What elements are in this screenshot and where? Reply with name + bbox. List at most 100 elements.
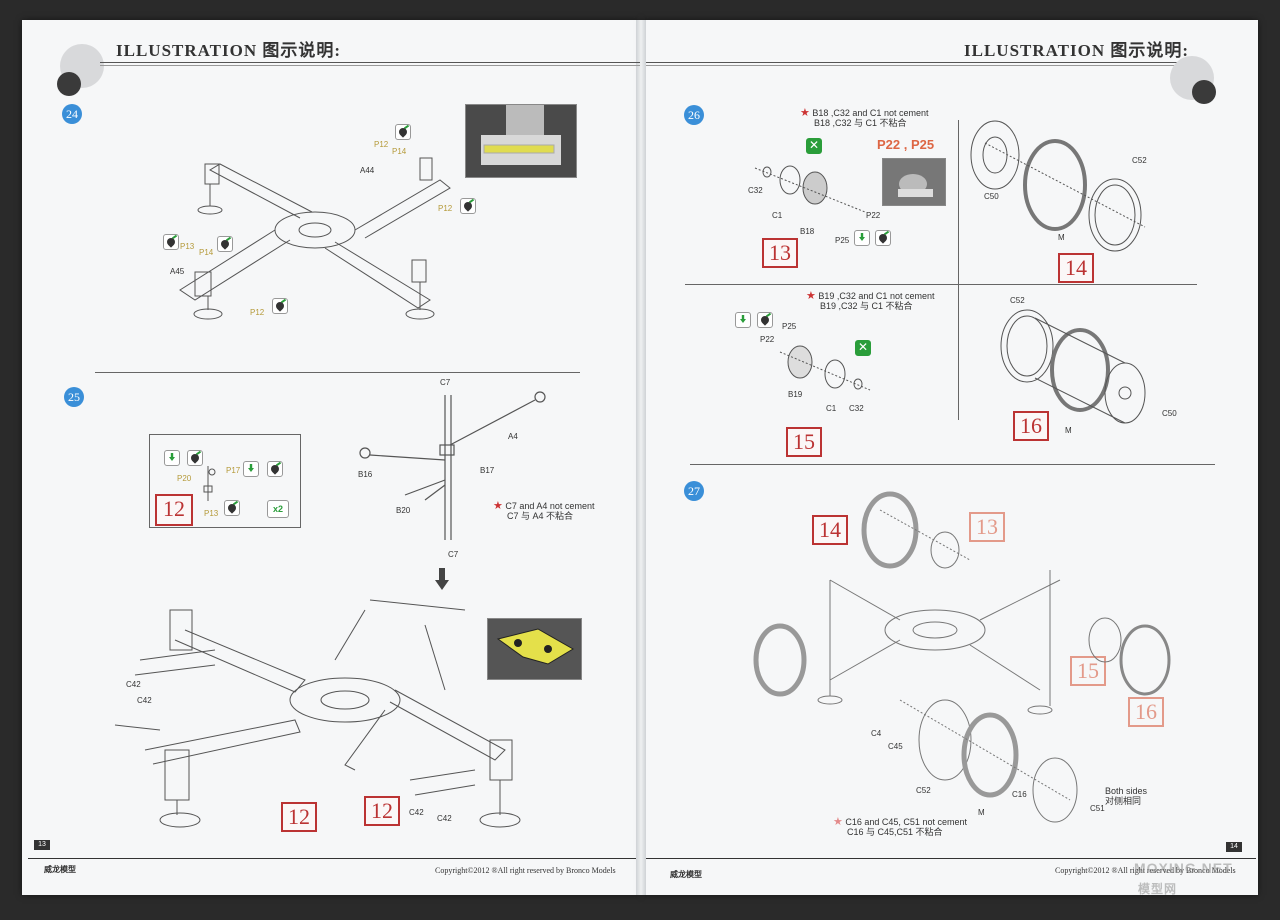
part-label: C52	[916, 786, 931, 795]
left-header-title: ILLUSTRATION 图示说明:	[116, 41, 342, 60]
subassembly-box: 15	[1070, 656, 1106, 686]
footer-rule	[28, 858, 636, 859]
glue-icon	[272, 298, 288, 314]
part-label: P25	[835, 236, 850, 245]
star-icon: ★	[833, 816, 843, 828]
header-dot-icon	[1192, 80, 1216, 104]
part-label: P22	[760, 335, 775, 344]
page-number: 14	[1226, 842, 1242, 852]
header-rule	[100, 62, 640, 63]
no-cement-icon	[855, 340, 871, 356]
brand-logo: 威龙模型	[44, 865, 76, 874]
part-label: C7	[448, 550, 459, 559]
star-icon: ★	[800, 107, 810, 119]
header-rule	[100, 65, 640, 66]
brand-logo: 威龙模型	[670, 870, 702, 879]
part-label: P22	[866, 211, 881, 220]
glue-icon	[757, 312, 773, 328]
part-label: P13	[204, 509, 219, 518]
part-label: C42	[437, 814, 452, 823]
part-label: C51	[1090, 804, 1105, 813]
part-label: A4	[508, 432, 518, 441]
part-label: B20	[396, 506, 411, 515]
download-cut-icon	[243, 461, 259, 477]
header-rule	[646, 62, 1186, 63]
part-label: C45	[888, 742, 903, 751]
part-label: B16	[358, 470, 373, 479]
part-label: B17	[480, 466, 495, 475]
page-number: 13	[34, 840, 50, 850]
quantity-badge: x2	[267, 500, 289, 518]
glue-icon	[217, 236, 233, 252]
part-label: C32	[748, 186, 763, 195]
step24-frame-diagram	[179, 157, 451, 320]
step25-detail-photo	[487, 618, 582, 680]
glue-icon	[267, 461, 283, 477]
part-label: C50	[984, 192, 999, 201]
part-label: C7	[440, 378, 451, 387]
step26-detail-photo	[882, 158, 946, 206]
download-cut-icon	[735, 312, 751, 328]
part-label: B19	[788, 390, 803, 399]
step26-hub-diagram-15	[779, 345, 871, 391]
part-label: M	[1058, 233, 1065, 242]
step25-main-assembly	[114, 599, 521, 828]
part-label: C4	[871, 729, 882, 738]
part-label: P14	[392, 147, 407, 156]
subassembly-box: 16	[1128, 697, 1164, 727]
section-divider	[958, 120, 959, 420]
part-label: P12	[250, 308, 265, 317]
step-number: 24	[62, 104, 82, 124]
step27-final-assembly	[753, 491, 1171, 823]
site-watermark-cn: 模型网	[1138, 882, 1178, 896]
book-gutter	[636, 20, 646, 895]
glue-icon	[875, 230, 891, 246]
part-label: P14	[199, 248, 214, 257]
step-number: 26	[684, 105, 704, 125]
part-label: P25	[782, 322, 797, 331]
download-cut-icon	[164, 450, 180, 466]
subassembly-box: 13	[969, 512, 1005, 542]
photo-ref-badge: P22 , P25	[877, 137, 935, 152]
header-dot-icon	[57, 72, 81, 96]
footer-rule	[646, 858, 1256, 859]
star-icon: ★	[493, 500, 503, 512]
part-label: P12	[374, 140, 389, 149]
subassembly-box: 16	[1013, 411, 1049, 441]
subassembly-box: 13	[762, 238, 798, 268]
right-page	[642, 20, 1258, 895]
part-label: M	[1065, 426, 1072, 435]
glue-icon	[460, 198, 476, 214]
step26-wheel-diagram-16	[1000, 309, 1146, 424]
part-label: C16	[1012, 790, 1027, 799]
step26-wheel-diagram-14	[970, 120, 1146, 252]
section-divider	[685, 284, 1197, 285]
step-number: 27	[684, 481, 704, 501]
step25-strut-diagram	[359, 391, 546, 540]
copyright-text: Copyright©2012 ®All right reserved by Br…	[1055, 866, 1236, 875]
section-divider	[690, 464, 1215, 465]
copyright-text: Copyright©2012 ®All right reserved by Br…	[435, 866, 616, 875]
subassembly-box: 14	[812, 515, 848, 545]
subassembly-box: 12	[281, 802, 317, 832]
part-label: P13	[180, 242, 195, 251]
no-cement-icon	[806, 138, 822, 154]
part-label: C42	[126, 680, 141, 689]
part-label: C52	[1010, 296, 1025, 305]
subassembly-box: 12	[364, 796, 400, 826]
download-cut-icon	[854, 230, 870, 246]
part-label: M	[978, 808, 985, 817]
part-label: C52	[1132, 156, 1147, 165]
subassembly-box: 12	[155, 494, 193, 526]
step25-sub-diagram	[203, 466, 216, 501]
part-label: C1	[772, 211, 783, 220]
step26-hub-diagram-13	[754, 165, 866, 213]
subassembly-box: 14	[1058, 253, 1094, 283]
part-label: A45	[170, 267, 185, 276]
part-label: P12	[438, 204, 453, 213]
part-label: C50	[1162, 409, 1177, 418]
